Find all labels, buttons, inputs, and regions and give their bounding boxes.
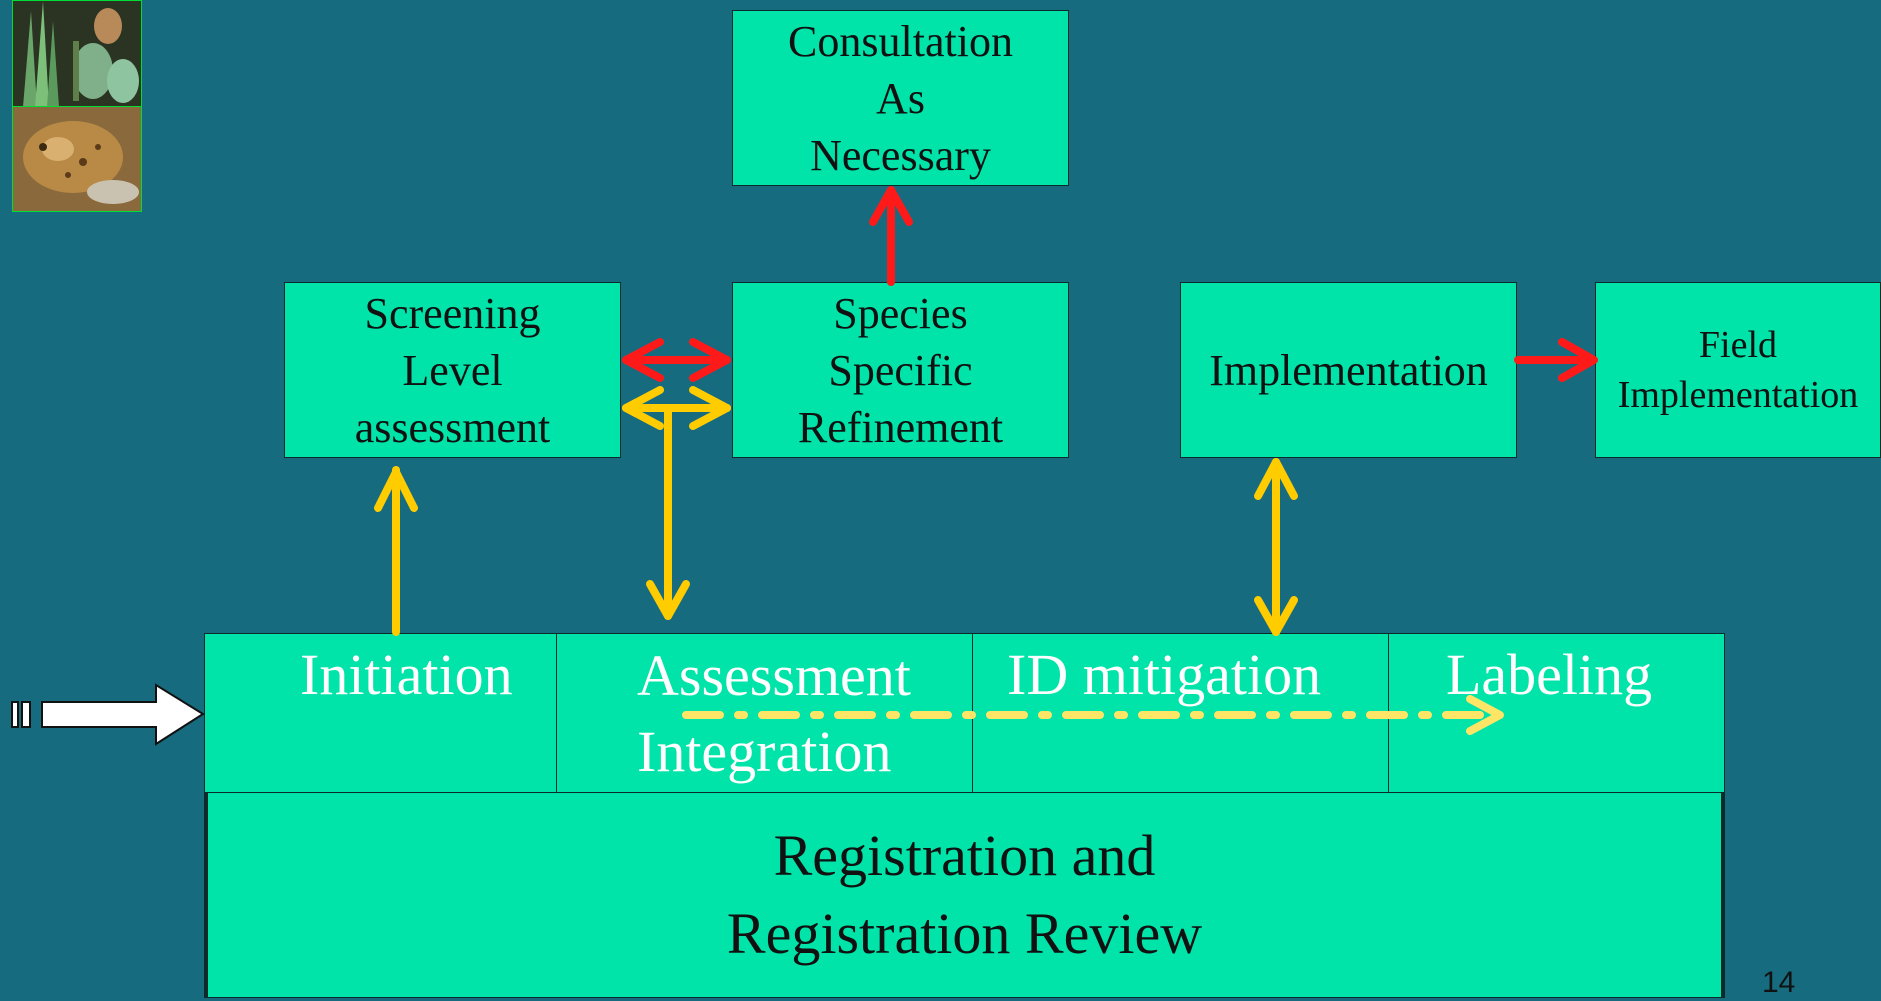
page-number: 14 — [1762, 966, 1796, 999]
field-implementation-box: Field Implementation — [1595, 282, 1881, 458]
consultation-box: Consultation As Necessary — [732, 10, 1069, 186]
screening-box: Screening Level assessment — [284, 282, 621, 458]
screening-species-yellow-arrow — [622, 386, 731, 430]
phase-initiation: Initiation — [204, 633, 557, 793]
frog-photo — [12, 106, 142, 212]
implementation-box: Implementation — [1180, 282, 1517, 458]
implementation-to-field-arrow — [1514, 338, 1598, 382]
implementation-mitigation-arrow — [1254, 458, 1298, 636]
initiation-to-screening-arrow — [374, 466, 418, 636]
phase-labeling: Labeling — [1388, 633, 1725, 793]
screening-species-red-arrow — [622, 338, 731, 382]
timeline-dashed-arrow — [682, 695, 1504, 735]
entry-block-arrow — [11, 683, 205, 746]
species-box: Species Specific Refinement — [732, 282, 1069, 458]
registration-box: Registration and Registration Review — [204, 792, 1725, 998]
species-to-consultation-arrow — [869, 186, 913, 286]
assessment-link-arrow — [646, 406, 690, 620]
plant-photo — [12, 0, 142, 108]
